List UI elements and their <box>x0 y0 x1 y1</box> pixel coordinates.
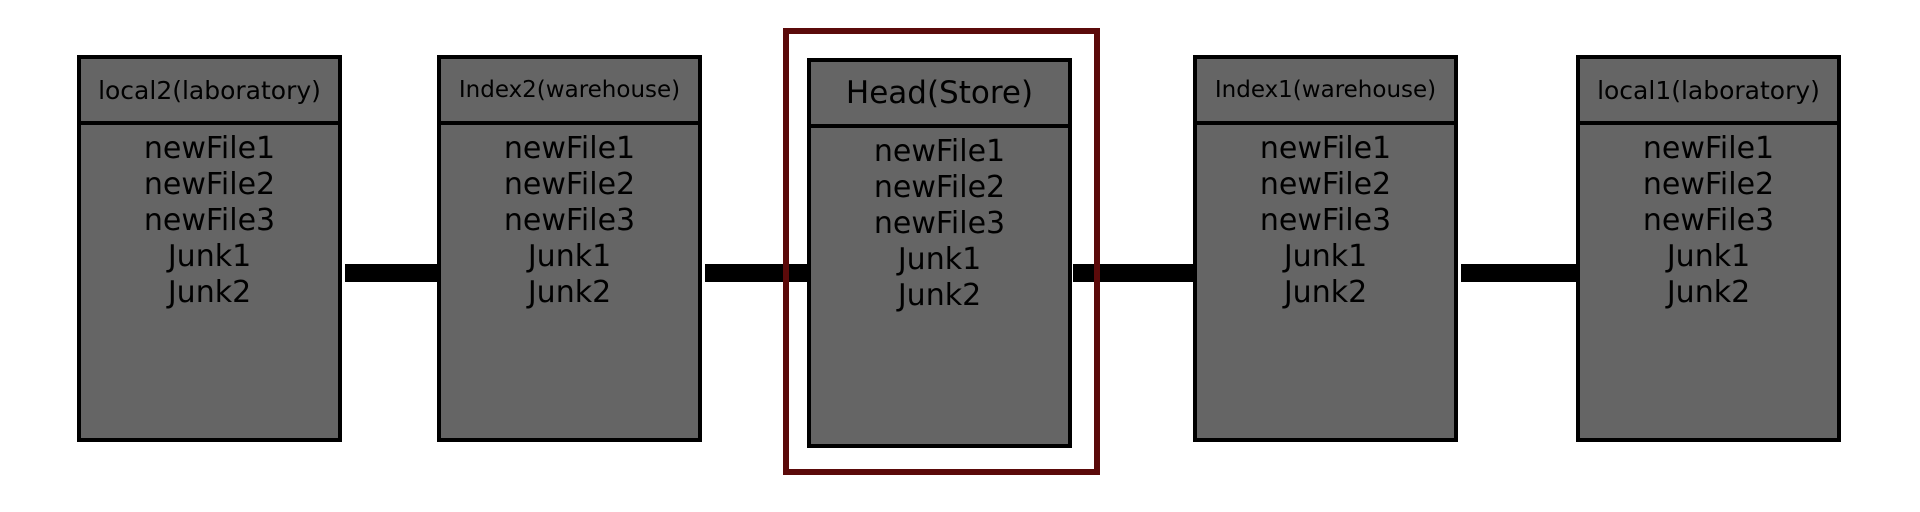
file-item: newFile3 <box>143 203 276 238</box>
connector-local2-index2 <box>345 264 440 282</box>
node-title: local1(laboratory) <box>1580 59 1837 125</box>
node-index1: Index1(warehouse) newFile1 newFile2 newF… <box>1193 55 1458 442</box>
connector-head-index1 <box>1073 264 1198 282</box>
file-list: newFile1 newFile2 newFile3 Junk1 Junk2 <box>441 125 698 311</box>
file-item: Junk1 <box>1283 239 1368 274</box>
file-item: Junk1 <box>167 239 252 274</box>
file-item: Junk2 <box>1283 275 1368 310</box>
node-title: local2(laboratory) <box>81 59 338 125</box>
node-title: Index2(warehouse) <box>441 59 698 125</box>
file-item: newFile3 <box>1259 203 1392 238</box>
file-item: newFile1 <box>1642 131 1775 166</box>
file-item: newFile2 <box>503 167 636 202</box>
file-item: Junk2 <box>167 275 252 310</box>
file-item: newFile1 <box>503 131 636 166</box>
file-item: newFile2 <box>873 170 1006 205</box>
file-item: Junk1 <box>897 242 982 277</box>
file-item: newFile3 <box>873 206 1006 241</box>
connector-index1-local1 <box>1461 264 1581 282</box>
file-item: Junk2 <box>1666 275 1751 310</box>
node-local2: local2(laboratory) newFile1 newFile2 new… <box>77 55 342 442</box>
file-list: newFile1 newFile2 newFile3 Junk1 Junk2 <box>811 128 1068 314</box>
file-item: newFile2 <box>1642 167 1775 202</box>
head-highlight-frame <box>783 28 1100 475</box>
node-title: Index1(warehouse) <box>1197 59 1454 125</box>
file-item: newFile2 <box>143 167 276 202</box>
node-index2: Index2(warehouse) newFile1 newFile2 newF… <box>437 55 702 442</box>
file-item: newFile3 <box>1642 203 1775 238</box>
file-item: Junk2 <box>897 278 982 313</box>
file-item: newFile3 <box>503 203 636 238</box>
file-list: newFile1 newFile2 newFile3 Junk1 Junk2 <box>1580 125 1837 311</box>
file-item: newFile1 <box>873 134 1006 169</box>
node-title: Head(Store) <box>811 62 1068 128</box>
node-local1: local1(laboratory) newFile1 newFile2 new… <box>1576 55 1841 442</box>
file-item: newFile2 <box>1259 167 1392 202</box>
file-list: newFile1 newFile2 newFile3 Junk1 Junk2 <box>1197 125 1454 311</box>
node-head: Head(Store) newFile1 newFile2 newFile3 J… <box>807 58 1072 448</box>
file-item: newFile1 <box>143 131 276 166</box>
file-list: newFile1 newFile2 newFile3 Junk1 Junk2 <box>81 125 338 311</box>
file-item: Junk2 <box>527 275 612 310</box>
file-item: Junk1 <box>1666 239 1751 274</box>
file-item: newFile1 <box>1259 131 1392 166</box>
file-item: Junk1 <box>527 239 612 274</box>
